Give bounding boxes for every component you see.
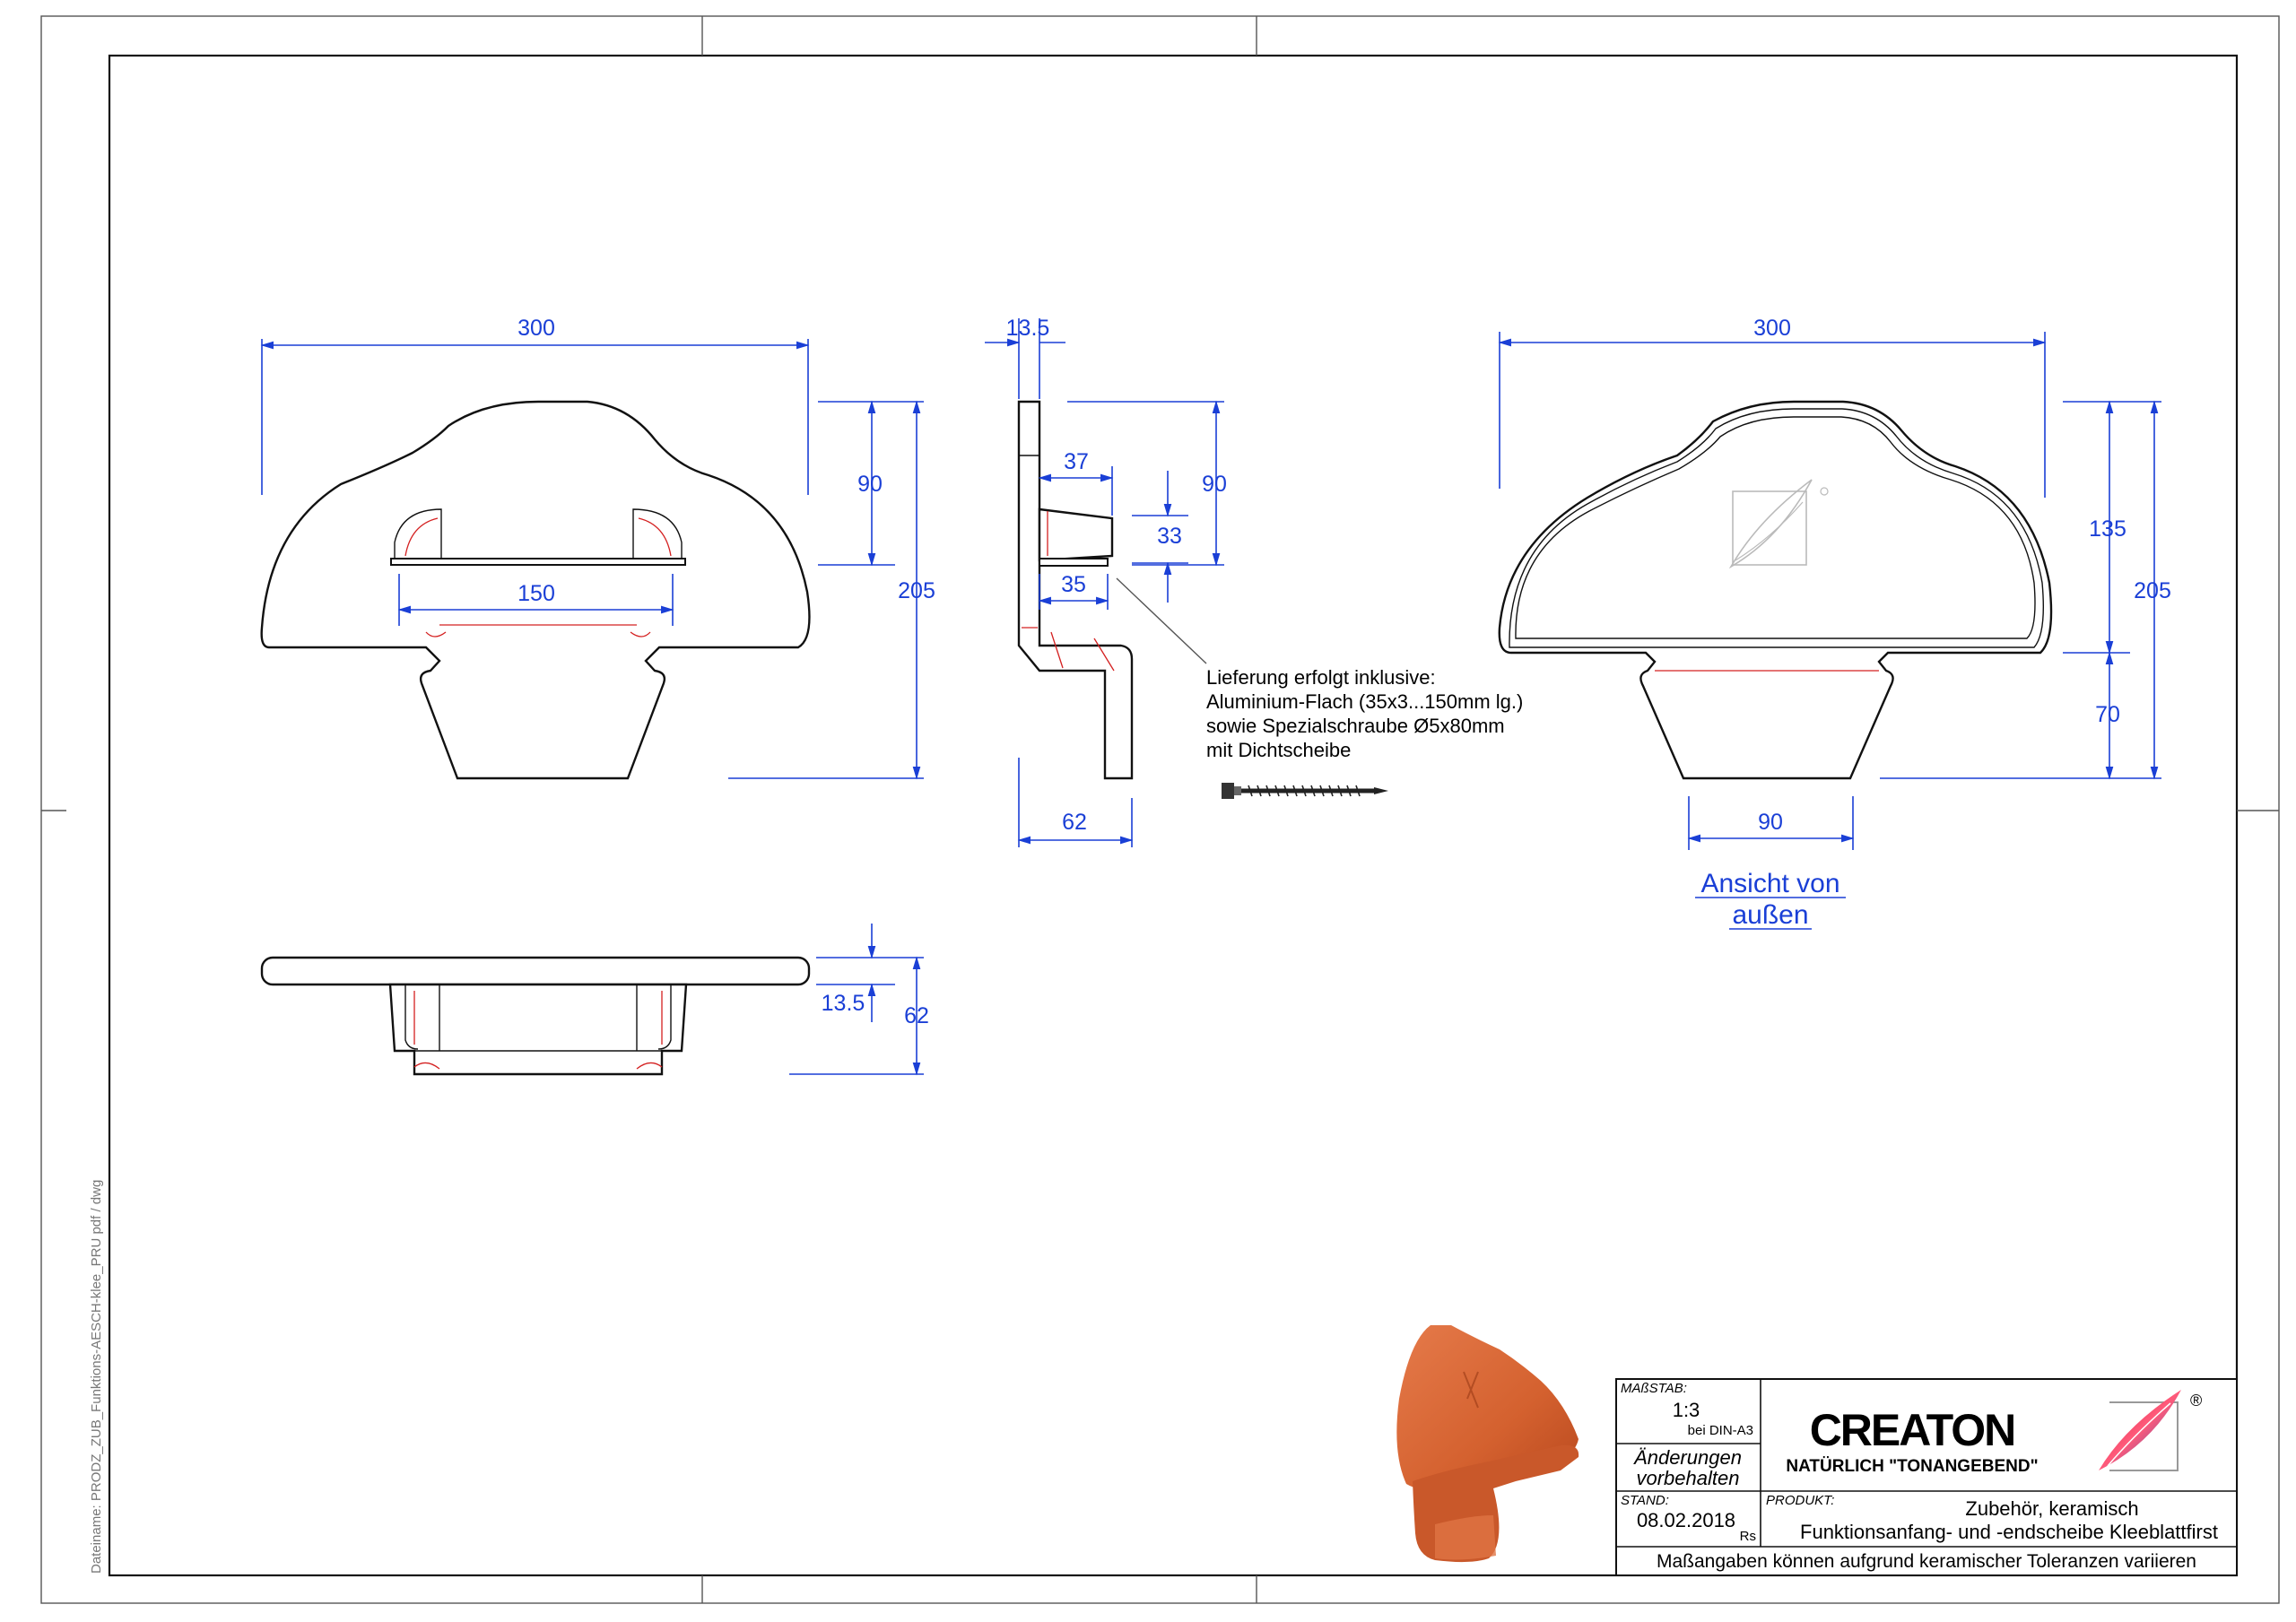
scale-value: 1:3 [1673, 1399, 1700, 1421]
tolerance-footer: Maßangaben können aufgrund keramischer T… [1657, 1551, 2196, 1572]
drawing-frame [40, 15, 2280, 1604]
caption-line-2: außen [1732, 900, 1808, 930]
delivery-note-line-3: sowie Spezialschraube Ø5x80mm [1206, 715, 1505, 737]
top-view [260, 956, 811, 1076]
outside-view-dimensions: 300 135 70 205 90 [1498, 316, 2171, 850]
dim-outside-bottom-width: 90 [1758, 810, 1783, 835]
dim-top-thickness: 13.5 [822, 991, 865, 1016]
side-view-dimensions: 13.5 90 37 33 35 62 [985, 316, 1227, 847]
initials: Rs [1740, 1529, 1756, 1544]
dim-outside-width: 300 [1753, 316, 1791, 341]
feather-logo-emboss-icon [1728, 479, 1829, 569]
scale-label: MAßSTAB: [1621, 1381, 1687, 1396]
dim-side-height: 90 [1202, 472, 1227, 497]
dim-side-depth: 62 [1062, 810, 1087, 835]
note-leader-line [1116, 577, 1207, 664]
dim-front-height-total: 205 [898, 578, 935, 603]
creaton-logo: CREATON NATÜRLICH "TONANGEBEND" ® [1786, 1390, 2202, 1476]
dim-front-height-top: 90 [857, 472, 883, 497]
dim-top-depth: 62 [904, 1003, 929, 1028]
dim-front-inner-width: 150 [517, 581, 555, 606]
feather-logo-icon [2099, 1390, 2181, 1471]
front-view-dimensions: 300 150 90 205 [260, 316, 935, 780]
file-name-label: Dateiname: PRODZ_ZUB_Funktions-AESCH-kle… [89, 1180, 104, 1574]
dim-outside-height-upper: 135 [2089, 516, 2126, 542]
product-photo [1396, 1325, 1579, 1563]
delivery-note: Lieferung erfolgt inklusive: Aluminium-F… [1206, 666, 1523, 761]
product-label: PRODUKT: [1766, 1493, 1834, 1508]
delivery-note-line-4: mit Dichtscheibe [1206, 739, 1351, 761]
dim-side-offset: 35 [1061, 572, 1086, 597]
brand-slogan: NATÜRLICH "TONANGEBEND" [1786, 1457, 2038, 1476]
dim-side-flat-length: 37 [1064, 449, 1089, 474]
registered-mark: ® [2190, 1392, 2202, 1409]
outside-view-caption: Ansicht von außen [1695, 869, 1846, 930]
product-line-2: Funktionsanfang- und -endscheibe Kleebla… [1800, 1521, 2218, 1543]
brand-name: CREATON [1810, 1405, 2015, 1455]
dim-side-flat-height: 33 [1157, 524, 1182, 549]
dim-outside-height-lower: 70 [2095, 702, 2120, 727]
product-line-1: Zubehör, keramisch [1965, 1497, 2138, 1520]
delivery-note-line-2: Aluminium-Flach (35x3...150mm lg.) [1206, 690, 1523, 713]
top-view-dimensions: 13.5 62 [789, 924, 929, 1076]
dim-front-width: 300 [517, 316, 555, 341]
delivery-note-line-1: Lieferung erfolgt inklusive: [1206, 666, 1436, 689]
screw-illustration [1222, 783, 1388, 799]
dim-outside-height-total: 205 [2134, 578, 2171, 603]
title-block: MAßSTAB: 1:3 bei DIN-A3 Änderungen vorbe… [1615, 1378, 2238, 1576]
side-view [1017, 400, 1134, 780]
date-label: STAND: [1621, 1493, 1669, 1508]
changes-line-2: vorbehalten [1637, 1467, 1740, 1489]
date-value: 08.02.2018 [1637, 1509, 1735, 1531]
scale-note: bei DIN-A3 [1688, 1423, 1753, 1438]
caption-line-1: Ansicht von [1700, 869, 1839, 898]
front-view [260, 400, 811, 780]
dim-side-thickness: 13.5 [1006, 316, 1050, 341]
outside-view [1498, 400, 2053, 780]
changes-line-1: Änderungen [1633, 1446, 1742, 1469]
